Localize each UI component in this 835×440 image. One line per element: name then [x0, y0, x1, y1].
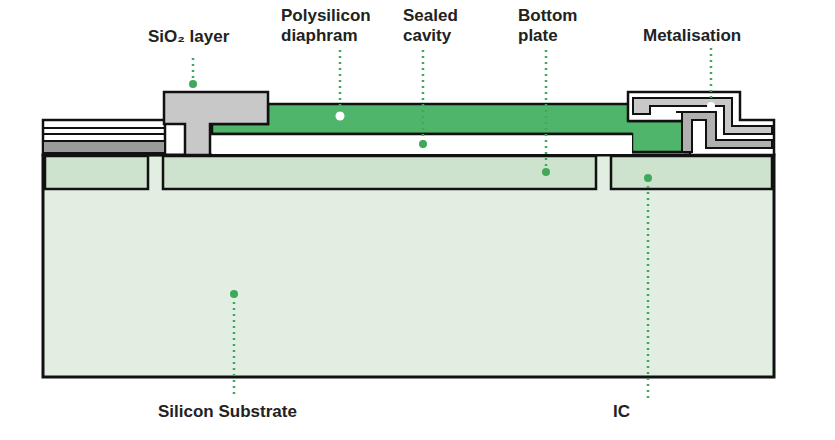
left-layer-lines: [43, 128, 165, 134]
ic-band: [611, 156, 772, 189]
part-label: Sealed cavity: [403, 6, 483, 46]
band-left: [45, 156, 148, 189]
metal-inner: [676, 112, 772, 152]
left-stack: [43, 120, 165, 155]
part-label: Polysilicon diaphram: [281, 6, 401, 46]
part-label: IC: [613, 402, 673, 422]
part-label: Silicon Substrate: [158, 402, 358, 422]
sio2-block: [164, 92, 268, 155]
part-label: Metalisation: [643, 26, 793, 46]
leader-dots: [189, 80, 715, 298]
silicon-substrate: [43, 155, 774, 377]
part-label: SiO₂ layer: [148, 27, 258, 47]
metal-outer: [628, 92, 774, 155]
part-label: Bottom plate: [518, 6, 598, 46]
bottom-plate: [163, 156, 596, 189]
left-dark-layer: [43, 141, 165, 153]
sealed-cavity: [212, 135, 632, 154]
leader-lines: [193, 48, 711, 398]
